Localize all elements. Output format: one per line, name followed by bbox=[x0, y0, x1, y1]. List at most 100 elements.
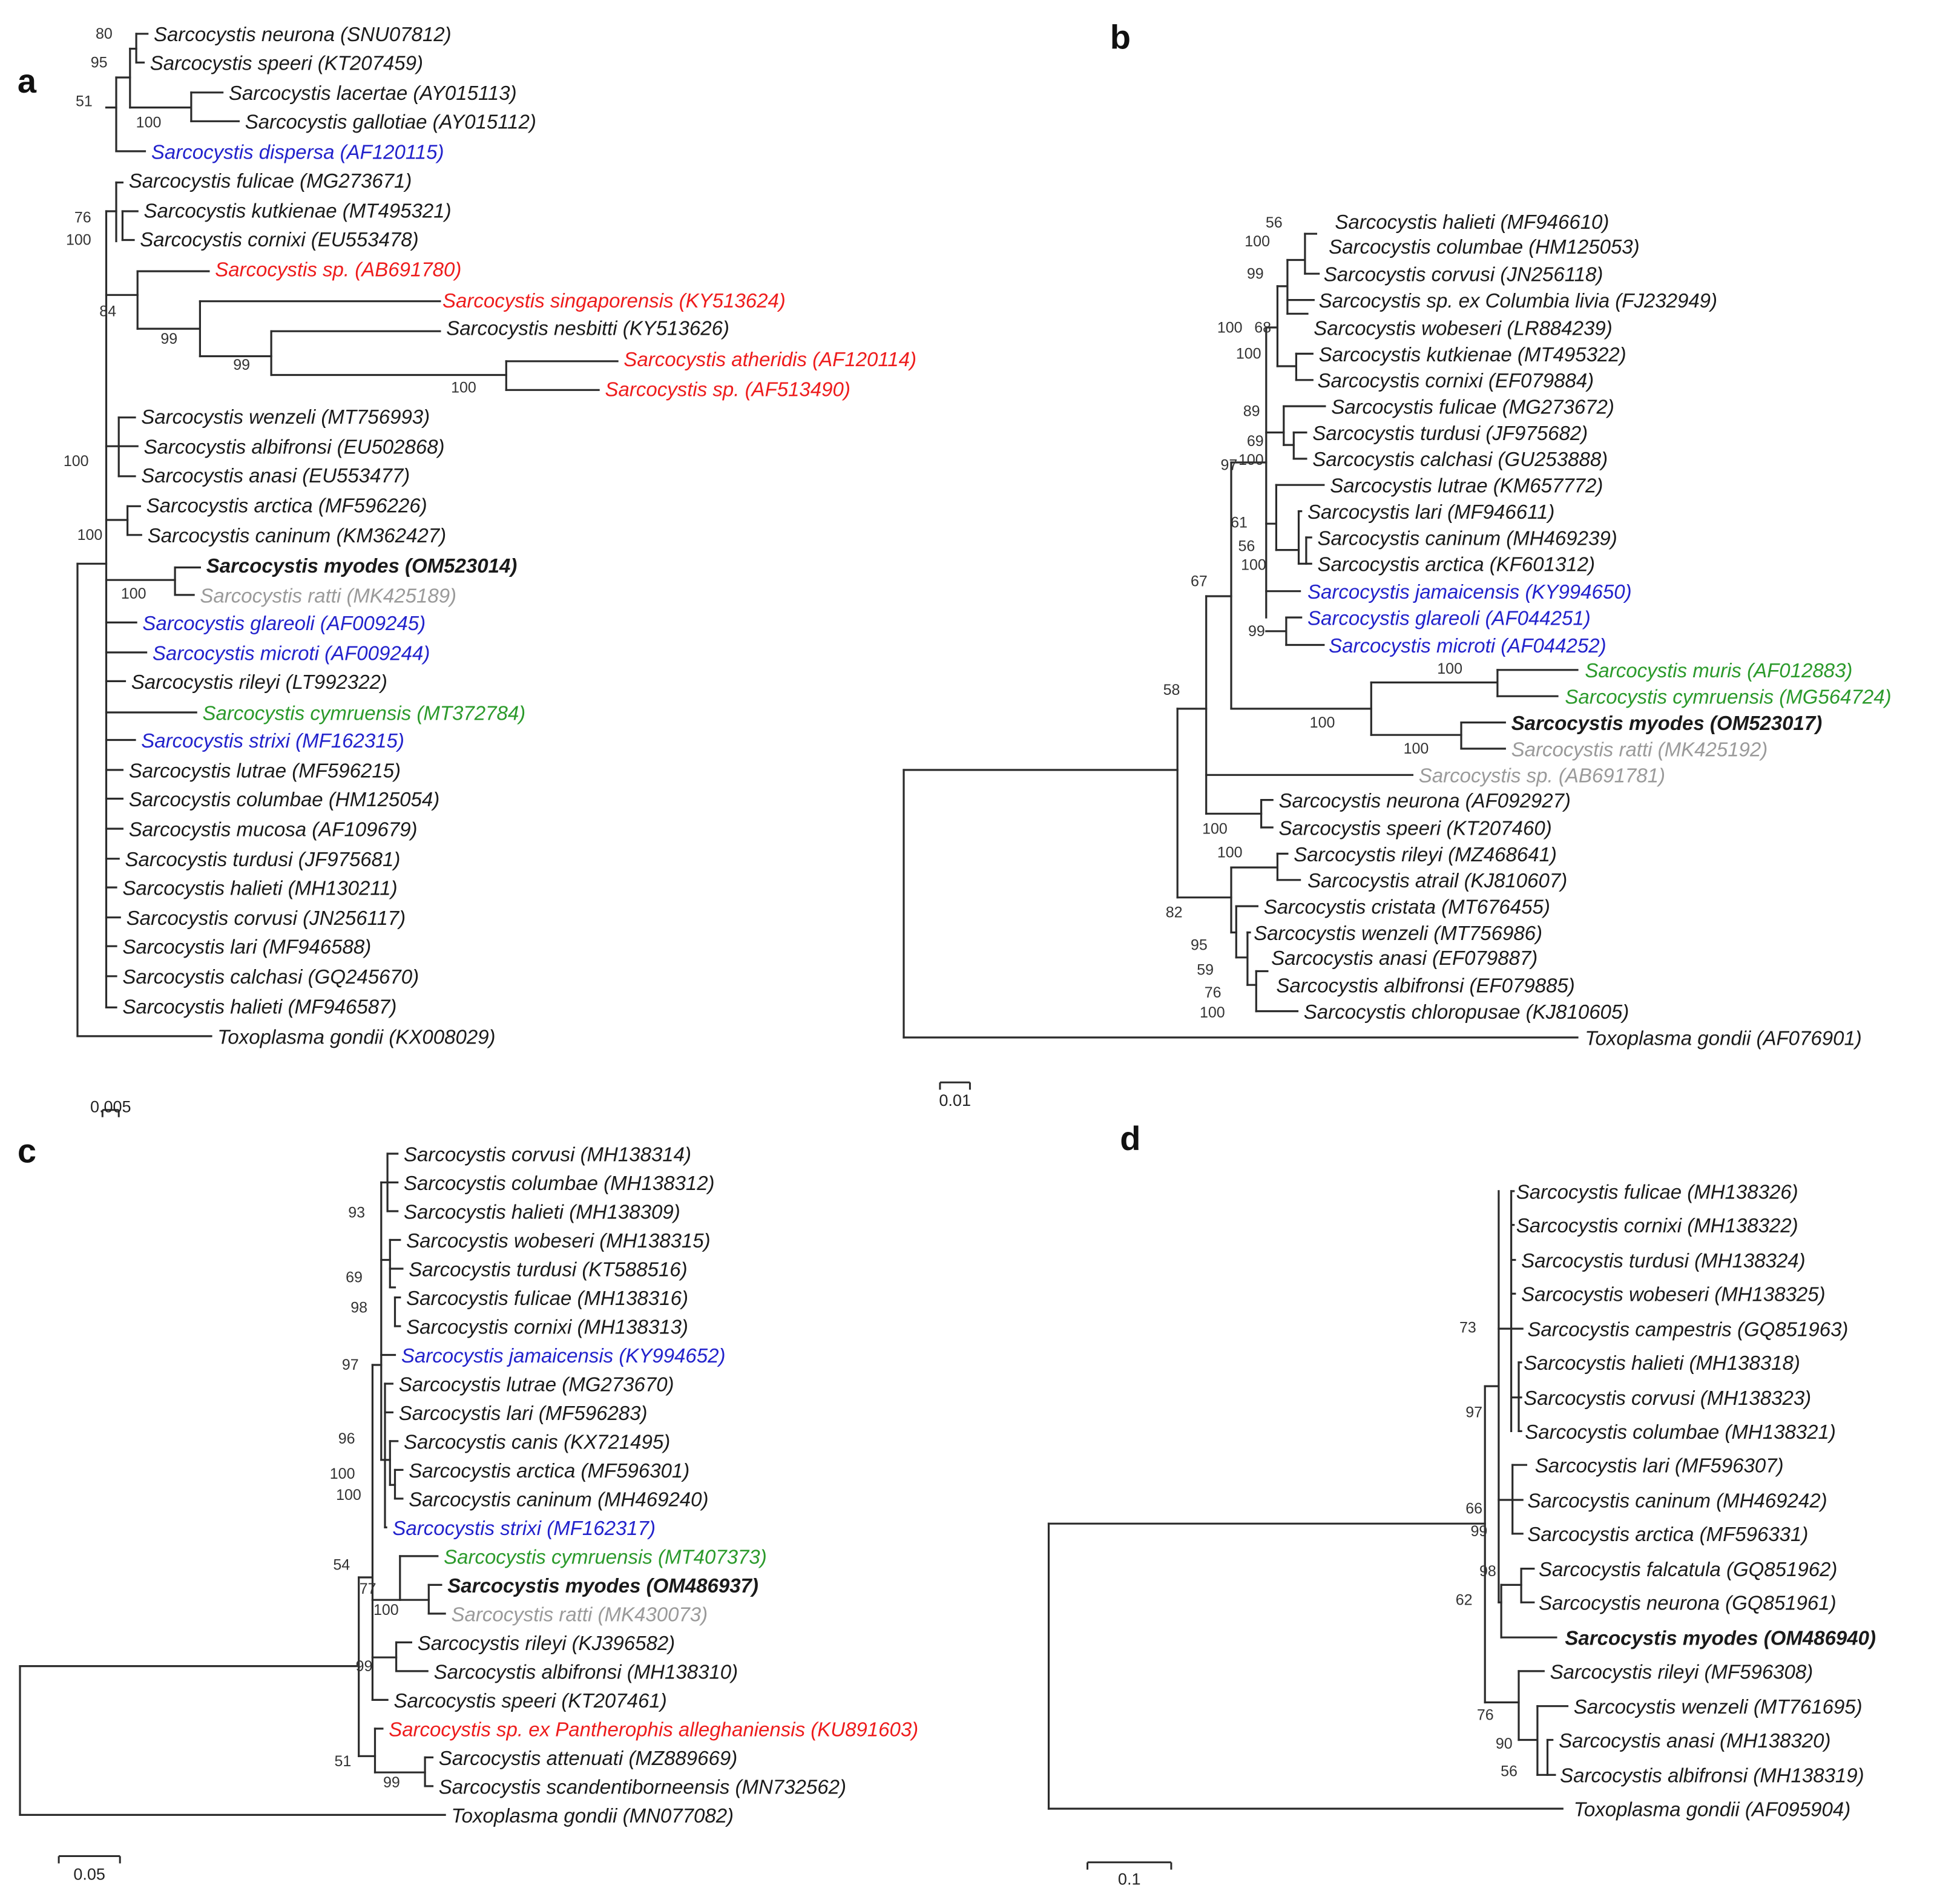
taxon-label: Sarcocystis microti (AF009244) bbox=[153, 642, 430, 664]
taxon-label: Sarcocystis neurona (GQ851961) bbox=[1539, 1592, 1837, 1614]
taxon-label: Sarcocystis turdusi (JF975681) bbox=[125, 848, 401, 870]
taxon-label: Sarcocystis anasi (EU553477) bbox=[141, 464, 410, 487]
taxon-label: Sarcocystis speeri (KT207460) bbox=[1279, 817, 1552, 839]
bootstrap-value: 93 bbox=[348, 1204, 365, 1221]
taxon-label: Sarcocystis myodes (OM523017) bbox=[1511, 712, 1823, 734]
bootstrap-value: 97 bbox=[1465, 1404, 1482, 1421]
bootstrap-value: 100 bbox=[1200, 1004, 1225, 1021]
bootstrap-value: 73 bbox=[1459, 1319, 1476, 1336]
taxon-label: Sarcocystis columbae (HM125053) bbox=[1329, 235, 1640, 258]
taxon-label: Sarcocystis attenuati (MZ889669) bbox=[439, 1747, 737, 1769]
tree-branches bbox=[1047, 1190, 1569, 1810]
taxon-label: Sarcocystis ratti (MK425189) bbox=[200, 584, 456, 606]
taxon-label: Toxoplasma gondii (AF095904) bbox=[1574, 1798, 1850, 1820]
taxon-label: Sarcocystis myodes (OM486940) bbox=[1565, 1627, 1876, 1649]
taxon-label: Sarcocystis canis (KX721495) bbox=[404, 1430, 670, 1453]
taxon-label: Sarcocystis wobeseri (LR884239) bbox=[1314, 317, 1612, 339]
taxon-label: Sarcocystis speeri (KT207461) bbox=[394, 1689, 667, 1712]
taxon-label: Sarcocystis sp. ex Pantherophis alleghan… bbox=[389, 1718, 918, 1740]
bootstrap-value: 100 bbox=[373, 1602, 399, 1619]
taxon-label: Sarcocystis sp. (AB691780) bbox=[215, 258, 461, 280]
bootstrap-value: 98 bbox=[1479, 1563, 1496, 1580]
taxon-label: Sarcocystis caninum (MH469239) bbox=[1318, 527, 1617, 549]
taxon-label: Sarcocystis cymruensis (MG564724) bbox=[1565, 686, 1891, 708]
bootstrap-value: 98 bbox=[350, 1299, 367, 1316]
bootstrap-value: 100 bbox=[121, 585, 146, 602]
taxon-label: Sarcocystis anasi (EF079887) bbox=[1271, 947, 1537, 969]
bootstrap-value: 56 bbox=[1266, 214, 1283, 231]
taxon-label: Sarcocystis fulicae (MH138316) bbox=[406, 1287, 688, 1309]
taxon-label: Sarcocystis arctica (MF596331) bbox=[1527, 1523, 1808, 1545]
taxon-label: Sarcocystis strixi (MF162315) bbox=[141, 729, 404, 752]
taxon-label: Sarcocystis campestris (GQ851963) bbox=[1527, 1318, 1848, 1341]
bootstrap-value: 77 bbox=[360, 1580, 377, 1597]
bootstrap-value: 89 bbox=[1243, 403, 1260, 420]
taxon-label: Sarcocystis arctica (MF596301) bbox=[409, 1459, 689, 1482]
taxon-label: Sarcocystis singaporensis (KY513624) bbox=[442, 289, 786, 312]
bootstrap-value: 97 bbox=[1220, 456, 1237, 473]
taxon-label: Sarcocystis atrail (KJ810607) bbox=[1307, 869, 1567, 892]
bootstrap-value: 58 bbox=[1163, 682, 1180, 699]
taxon-label: Sarcocystis wenzeli (MT756993) bbox=[141, 406, 430, 428]
bootstrap-value: 100 bbox=[136, 114, 162, 131]
scale-bar bbox=[939, 1081, 971, 1090]
taxon-label: Sarcocystis glareoli (AF044251) bbox=[1307, 607, 1591, 629]
taxon-label: Sarcocystis cristata (MT676455) bbox=[1264, 896, 1550, 918]
tree-branches bbox=[76, 33, 619, 1037]
taxon-label: Sarcocystis myodes (OM523014) bbox=[206, 554, 518, 577]
taxon-label: Sarcocystis albifronsi (EU502868) bbox=[144, 436, 445, 458]
bootstrap-value: 96 bbox=[338, 1430, 355, 1447]
bootstrap-value: 95 bbox=[1191, 936, 1208, 953]
bootstrap-value: 80 bbox=[96, 25, 113, 42]
taxon-label: Sarcocystis albifronsi (MH138319) bbox=[1560, 1764, 1864, 1787]
taxon-label: Sarcocystis cornixi (MH138313) bbox=[406, 1315, 688, 1338]
scale-bar bbox=[101, 1109, 120, 1117]
taxon-label: Sarcocystis fulicae (MG273671) bbox=[129, 169, 412, 192]
taxon-label: Sarcocystis rileyi (MF596308) bbox=[1550, 1660, 1814, 1683]
bootstrap-value: 100 bbox=[64, 453, 89, 470]
taxon-label: Sarcocystis columbae (MH138312) bbox=[404, 1172, 715, 1194]
bootstrap-value: 69 bbox=[1247, 433, 1264, 450]
taxon-label: Sarcocystis lutrae (KM657772) bbox=[1330, 475, 1603, 497]
taxon-label: Sarcocystis muris (AF012883) bbox=[1585, 659, 1852, 682]
taxon-label: Sarcocystis chloropusae (KJ810605) bbox=[1304, 1001, 1629, 1023]
taxon-label: Sarcocystis kutkienae (MT495322) bbox=[1319, 343, 1626, 366]
taxon-label: Sarcocystis caninum (MH469242) bbox=[1527, 1489, 1827, 1511]
taxon-label: Sarcocystis cornixi (MH138322) bbox=[1516, 1214, 1798, 1237]
scale-bar-label: 0.01 bbox=[939, 1091, 971, 1109]
taxon-label: Sarcocystis columbae (HM125054) bbox=[129, 788, 440, 810]
taxon-label: Sarcocystis speeri (KT207459) bbox=[150, 52, 423, 74]
scale-bar-label: 0.1 bbox=[1118, 1870, 1141, 1888]
taxon-label: Sarcocystis columbae (MH138321) bbox=[1525, 1421, 1836, 1443]
taxon-label: Sarcocystis halieti (MH138309) bbox=[404, 1200, 680, 1223]
taxon-label: Sarcocystis sp. (AB691781) bbox=[1419, 764, 1665, 787]
taxon-label: Sarcocystis lari (MF596307) bbox=[1535, 1455, 1784, 1477]
bootstrap-value: 100 bbox=[1236, 346, 1261, 363]
taxon-label: Sarcocystis caninum (KM362427) bbox=[148, 524, 446, 547]
panel-label: b bbox=[1110, 18, 1131, 56]
bootstrap-value: 100 bbox=[1245, 233, 1270, 250]
taxon-label: Sarcocystis lari (MF946588) bbox=[122, 936, 371, 958]
bootstrap-value: 100 bbox=[330, 1465, 355, 1482]
bootstrap-value: 100 bbox=[1238, 452, 1264, 468]
bootstrap-value: 97 bbox=[342, 1356, 359, 1373]
tree-branches bbox=[19, 1152, 446, 1816]
taxon-label: Sarcocystis myodes (OM486937) bbox=[447, 1574, 758, 1597]
taxon-label: Sarcocystis wobeseri (MH138315) bbox=[406, 1229, 711, 1252]
bootstrap-value: 100 bbox=[1217, 319, 1243, 336]
taxon-label: Sarcocystis corvusi (JN256118) bbox=[1324, 263, 1603, 286]
tree-branches bbox=[903, 232, 1579, 1039]
scale-bar-label: 0.05 bbox=[73, 1865, 105, 1883]
taxon-label: Toxoplasma gondii (AF076901) bbox=[1585, 1027, 1861, 1049]
taxon-label: Sarcocystis lari (MF946611) bbox=[1307, 501, 1554, 523]
taxon-label: Sarcocystis albifronsi (EF079885) bbox=[1276, 975, 1574, 997]
taxon-label: Sarcocystis wobeseri (MH138325) bbox=[1521, 1283, 1826, 1306]
bootstrap-value: 51 bbox=[76, 93, 93, 110]
taxon-label: Sarcocystis turdusi (MH138324) bbox=[1521, 1249, 1806, 1272]
bootstrap-value: 99 bbox=[1247, 266, 1264, 283]
taxon-label: Sarcocystis calchasi (GQ245670) bbox=[122, 965, 419, 988]
bootstrap-value: 100 bbox=[66, 232, 91, 249]
